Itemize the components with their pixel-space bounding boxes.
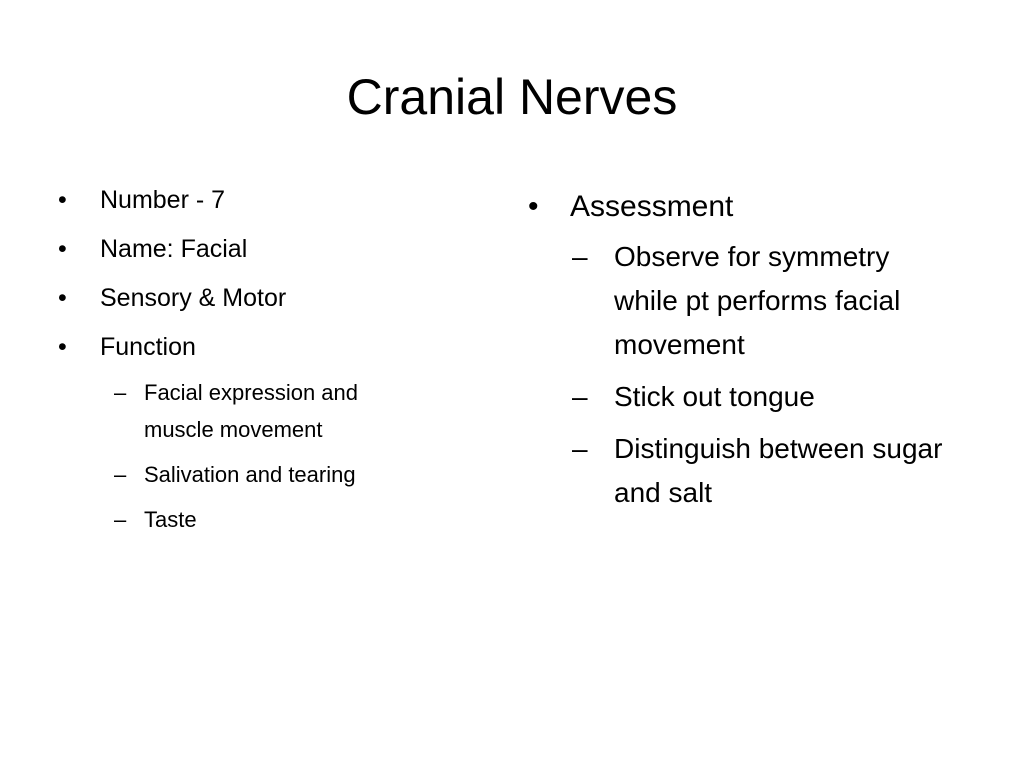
left-bullet-list: • Number - 7 • Name: Facial • Sensory & … xyxy=(58,185,458,538)
dash-icon: – xyxy=(572,381,588,412)
right-bullet-list: • Assessment xyxy=(528,185,968,229)
sub-item-text: Taste xyxy=(144,507,197,532)
bullet-icon: • xyxy=(58,284,67,312)
bullet-text: Name: Facial xyxy=(100,235,248,263)
sub-item-text: Stick out tongue xyxy=(614,381,815,412)
sub-item-text: Observe for symmetry while pt performs f… xyxy=(614,241,901,360)
bullet-icon: • xyxy=(528,190,539,223)
sub-item-distinguish-taste: – Distinguish between sugar and salt xyxy=(572,427,968,515)
dash-icon: – xyxy=(572,433,588,464)
bullet-text: Sensory & Motor xyxy=(100,284,287,312)
bullet-item-function: • Function – Facial expression and muscl… xyxy=(58,332,458,538)
bullet-text: Function xyxy=(100,333,196,361)
bullet-item-number: • Number - 7 xyxy=(58,185,458,215)
bullet-icon: • xyxy=(58,186,67,214)
sub-item-observe-symmetry: – Observe for symmetry while pt performs… xyxy=(572,235,968,367)
assessment-sub-list: – Observe for symmetry while pt performs… xyxy=(572,235,968,515)
dash-icon: – xyxy=(114,507,127,532)
sub-item-salivation: – Salivation and tearing xyxy=(114,456,458,493)
dash-icon: – xyxy=(114,462,127,487)
bullet-icon: • xyxy=(58,235,67,263)
sub-item-facial-expression: – Facial expression and muscle movement xyxy=(114,374,458,448)
bullet-text: Number - 7 xyxy=(100,186,226,214)
bullet-text: Assessment xyxy=(570,190,734,223)
bullet-item-name: • Name: Facial xyxy=(58,234,458,264)
slide-title: Cranial Nerves xyxy=(346,69,678,125)
sub-item-text: Salivation and tearing xyxy=(144,462,356,487)
bullet-icon: • xyxy=(58,333,67,361)
function-sub-list: – Facial expression and muscle movement … xyxy=(114,374,458,538)
right-content-column: • Assessment – Observe for symmetry whil… xyxy=(528,185,968,523)
sub-item-stick-out-tongue: – Stick out tongue xyxy=(572,375,968,419)
sub-item-taste: – Taste xyxy=(114,501,458,538)
sub-item-text: Distinguish between sugar and salt xyxy=(614,433,943,508)
dash-icon: – xyxy=(114,380,127,405)
bullet-item-assessment: • Assessment xyxy=(528,185,968,229)
bullet-item-type: • Sensory & Motor xyxy=(58,283,458,313)
sub-item-text: Facial expression and muscle movement xyxy=(144,380,359,442)
dash-icon: – xyxy=(572,241,588,272)
left-content-column: • Number - 7 • Name: Facial • Sensory & … xyxy=(58,185,458,557)
